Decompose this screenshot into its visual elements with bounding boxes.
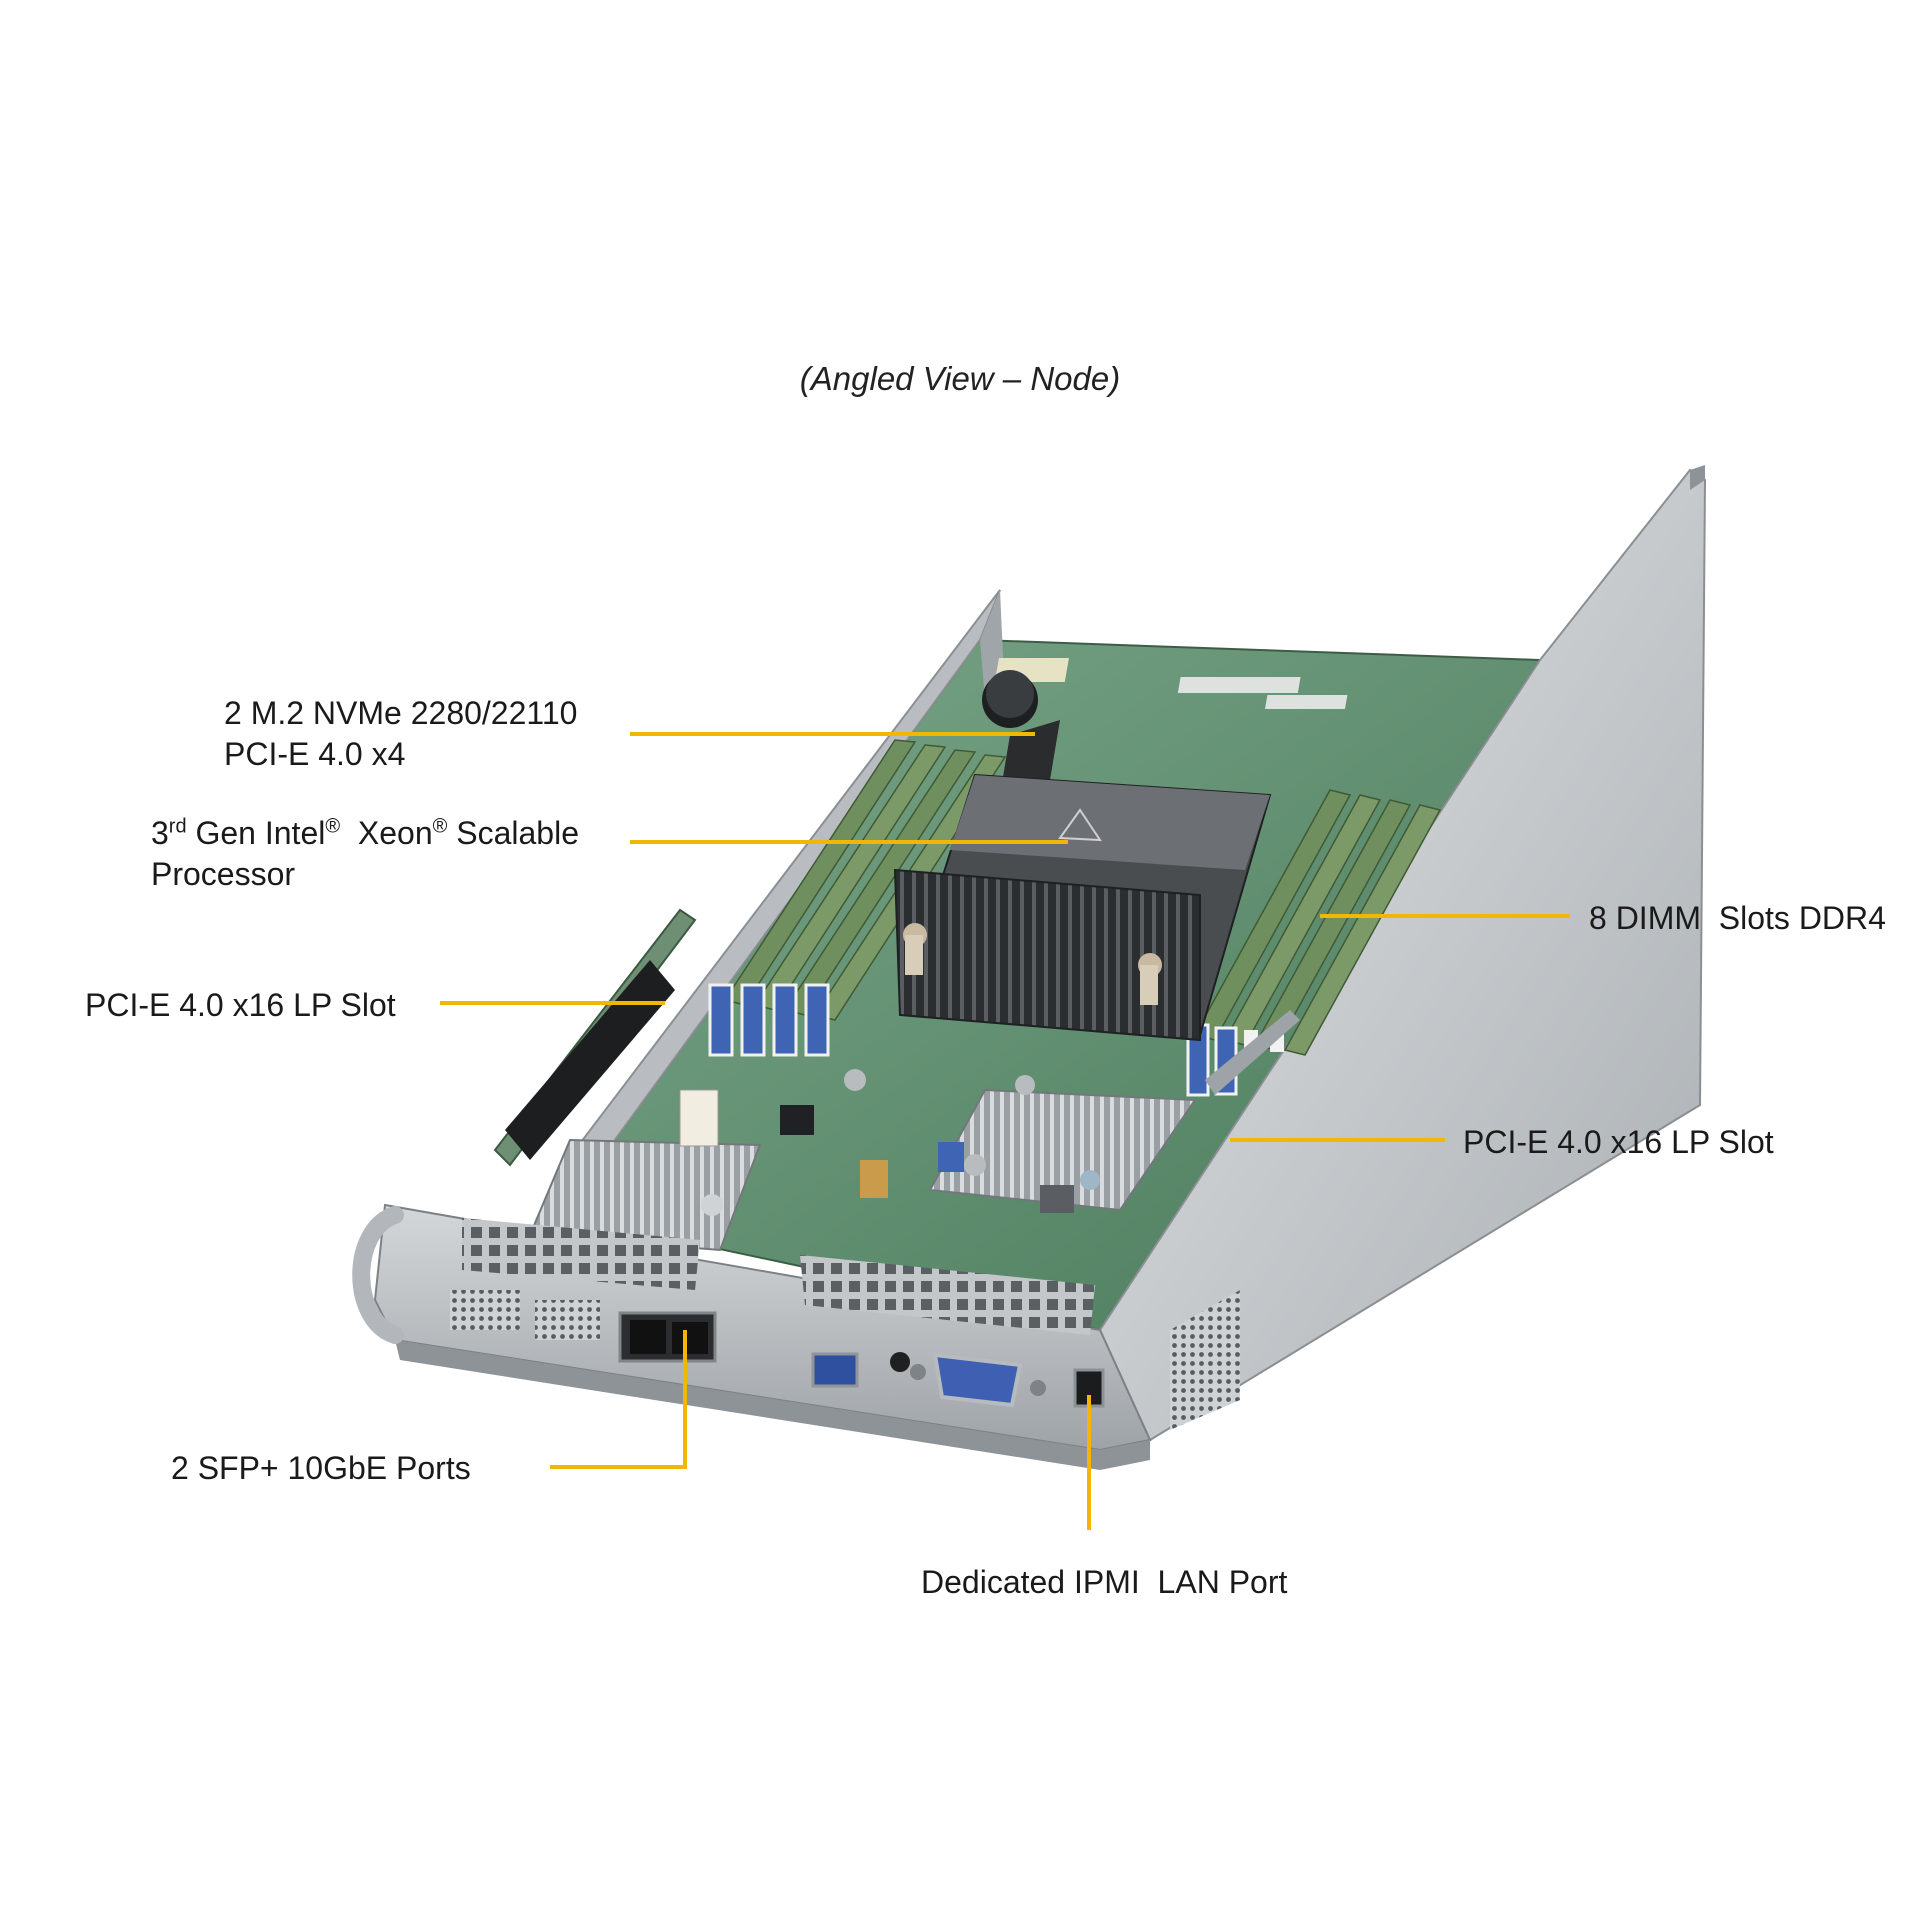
label-cpu: 3rd Gen Intel® Xeon® Scalable Processor	[151, 813, 579, 895]
label-pcie-right: PCI-E 4.0 x16 LP Slot	[1463, 1124, 1774, 1160]
cpu-gen: Gen Intel	[186, 815, 326, 851]
cpu-prefix: 3	[151, 815, 169, 851]
label-m2-line2: PCI-E 4.0 x4	[224, 736, 406, 772]
front-vent-lower-left	[450, 1290, 600, 1340]
label-pcie-left: PCI-E 4.0 x16 LP Slot	[85, 987, 396, 1023]
dimm-latches-left	[708, 983, 830, 1057]
front-vent-upper-right	[800, 1255, 1095, 1335]
cpu-scalable: Scalable	[447, 815, 579, 851]
leader-sfp	[550, 1330, 687, 1469]
cpu-xeon: Xeon	[340, 815, 433, 851]
dimm-bank-right	[1193, 789, 1442, 1056]
label-dimm-slots: 8 DIMM Slots DDR4	[1589, 900, 1886, 936]
board-components	[679, 1069, 1100, 1216]
sfp-port-cage	[618, 1311, 717, 1363]
vga-port	[910, 1352, 1046, 1408]
usb-port	[811, 1352, 859, 1388]
pcie-riser-left	[493, 908, 697, 1167]
cpu-reg2: ®	[432, 815, 448, 838]
cpu-ordinal: rd	[168, 815, 187, 838]
motherboard-rear	[982, 658, 1348, 728]
label-cpu-line1: 3rd Gen Intel® Xeon® Scalable	[151, 813, 579, 854]
m2-slot	[1000, 720, 1060, 795]
audio-jack	[890, 1352, 910, 1372]
front-vent-upper-left	[462, 1218, 700, 1290]
figure-caption: (Angled View – Node)	[799, 360, 1121, 397]
label-cpu-line2: Processor	[151, 856, 296, 892]
dimm-bank-left	[723, 739, 1007, 1021]
label-ipmi-lan: Dedicated IPMI LAN Port	[921, 1564, 1288, 1600]
label-m2-nvme: 2 M.2 NVMe 2280/22110 PCI-E 4.0 x4	[224, 693, 577, 775]
label-m2-line1: 2 M.2 NVMe 2280/22110	[224, 695, 578, 731]
cpu-reg1: ®	[325, 815, 341, 838]
leader-lines	[440, 732, 1570, 1530]
side-vent	[1170, 1290, 1240, 1430]
pcie-slot-right-area	[1205, 1010, 1300, 1095]
label-sfp-ports: 2 SFP+ 10GbE Ports	[171, 1450, 471, 1486]
pull-handle	[352, 1206, 404, 1344]
